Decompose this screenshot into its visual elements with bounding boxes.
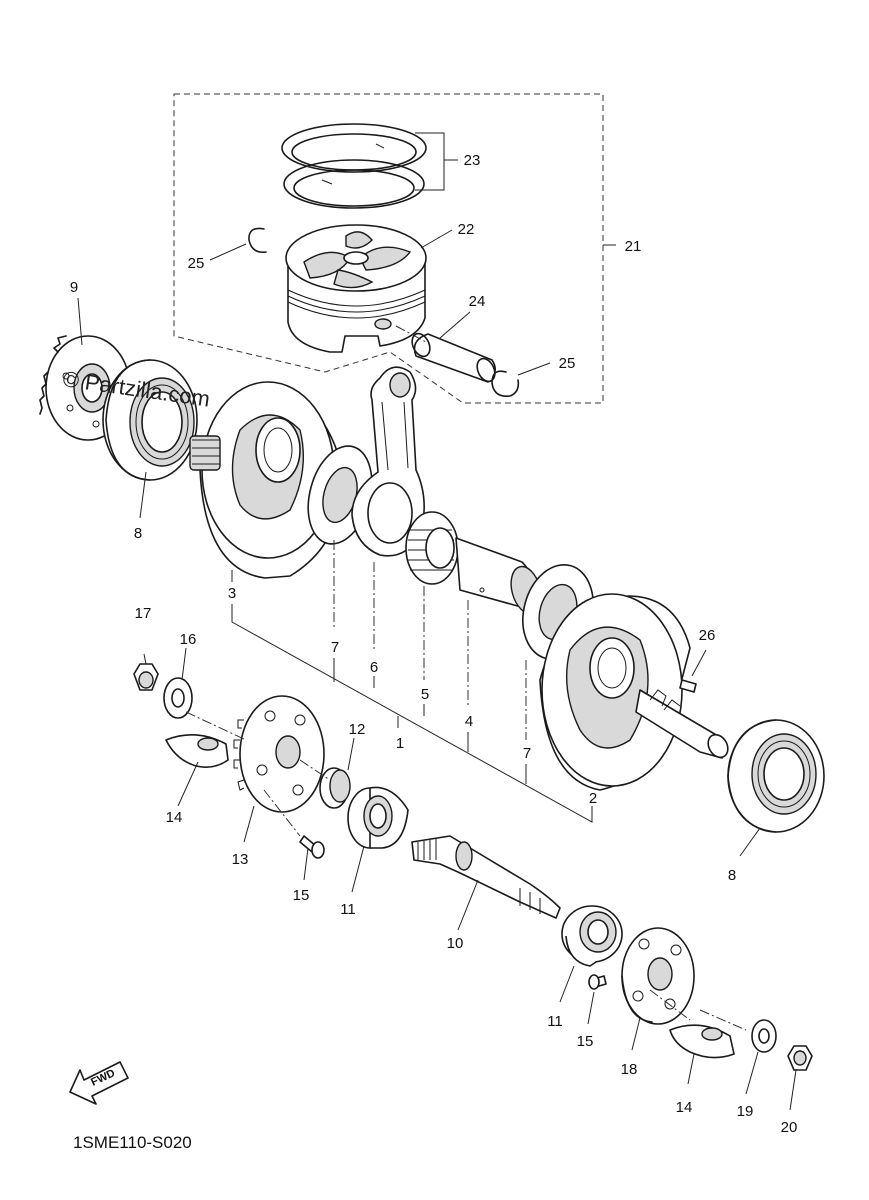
callout-5: 5 bbox=[421, 686, 429, 703]
callout-7-right: 7 bbox=[523, 745, 531, 762]
diagram-code: 1SME110-S020 bbox=[73, 1133, 192, 1152]
balancer-weight-left[interactable] bbox=[165, 734, 229, 768]
callout-23: 23 bbox=[464, 152, 481, 169]
callout-13: 13 bbox=[232, 851, 249, 868]
callout-20: 20 bbox=[781, 1119, 798, 1136]
balancer-bearing-right[interactable] bbox=[561, 905, 623, 967]
callout-labels: 1 2 3 4 5 6 7 7 8 8 9 10 11 11 12 13 14 … bbox=[70, 152, 798, 1136]
balancer-bearing-left[interactable] bbox=[347, 786, 409, 849]
callout-3: 3 bbox=[228, 585, 236, 602]
leader-lines bbox=[77, 132, 797, 1111]
callout-15-right: 15 bbox=[577, 1033, 594, 1050]
callout-26: 26 bbox=[699, 627, 716, 644]
washer-19[interactable] bbox=[751, 1019, 777, 1053]
callout-8-left: 8 bbox=[134, 525, 142, 542]
nut-17[interactable] bbox=[133, 663, 159, 691]
callout-19: 19 bbox=[737, 1103, 754, 1120]
circlip-left[interactable] bbox=[248, 227, 267, 254]
callout-22: 22 bbox=[458, 221, 475, 238]
piston-kit-boundary bbox=[173, 93, 604, 404]
callout-21: 21 bbox=[625, 238, 642, 255]
callout-11-right: 11 bbox=[547, 1013, 563, 1030]
balancer-weight-right[interactable] bbox=[669, 1024, 735, 1059]
callout-14-left: 14 bbox=[166, 809, 183, 826]
bolt-15-right[interactable] bbox=[588, 974, 607, 990]
crank-wheel-left[interactable] bbox=[189, 381, 343, 579]
callout-11-left: 11 bbox=[340, 901, 356, 918]
balancer-driven-gear[interactable] bbox=[621, 927, 695, 1025]
balancer-drive-gear[interactable] bbox=[233, 695, 325, 813]
callout-6: 6 bbox=[370, 659, 378, 676]
callout-9: 9 bbox=[70, 279, 78, 296]
collar-12[interactable] bbox=[319, 767, 351, 809]
piston-rings[interactable] bbox=[281, 123, 427, 209]
crank-wheel-right[interactable] bbox=[539, 593, 732, 791]
nut-20[interactable] bbox=[787, 1045, 813, 1071]
callout-2: 2 bbox=[589, 790, 597, 807]
forward-arrow-icon: FWD bbox=[69, 1061, 129, 1105]
bolt-15-left[interactable] bbox=[299, 835, 325, 859]
circlip-right[interactable] bbox=[491, 370, 520, 398]
callout-1: 1 bbox=[396, 735, 404, 752]
callout-24: 24 bbox=[469, 293, 486, 310]
callout-16: 16 bbox=[180, 631, 197, 648]
callout-15-left: 15 bbox=[293, 887, 310, 904]
callout-4: 4 bbox=[465, 713, 473, 730]
callout-25-left: 25 bbox=[188, 255, 205, 272]
callout-12: 12 bbox=[349, 721, 366, 738]
callout-7-left: 7 bbox=[331, 639, 339, 656]
balancer-shaft[interactable] bbox=[411, 835, 561, 919]
washer-16[interactable] bbox=[163, 677, 193, 719]
crankshaft-bearing-left[interactable] bbox=[102, 359, 198, 481]
callout-8-right: 8 bbox=[728, 867, 736, 884]
crank-pin-bearing[interactable] bbox=[405, 511, 459, 585]
woodruff-key[interactable] bbox=[679, 679, 697, 693]
piston[interactable] bbox=[285, 224, 427, 353]
callout-25-right: 25 bbox=[559, 355, 576, 372]
callout-17: 17 bbox=[135, 605, 152, 622]
crankshaft-bearing-right[interactable] bbox=[727, 719, 825, 833]
connecting-rod[interactable] bbox=[351, 366, 425, 557]
callout-18: 18 bbox=[621, 1061, 638, 1078]
piston-pin[interactable] bbox=[409, 331, 499, 385]
callout-10: 10 bbox=[447, 935, 464, 952]
callout-14-right: 14 bbox=[676, 1099, 693, 1116]
